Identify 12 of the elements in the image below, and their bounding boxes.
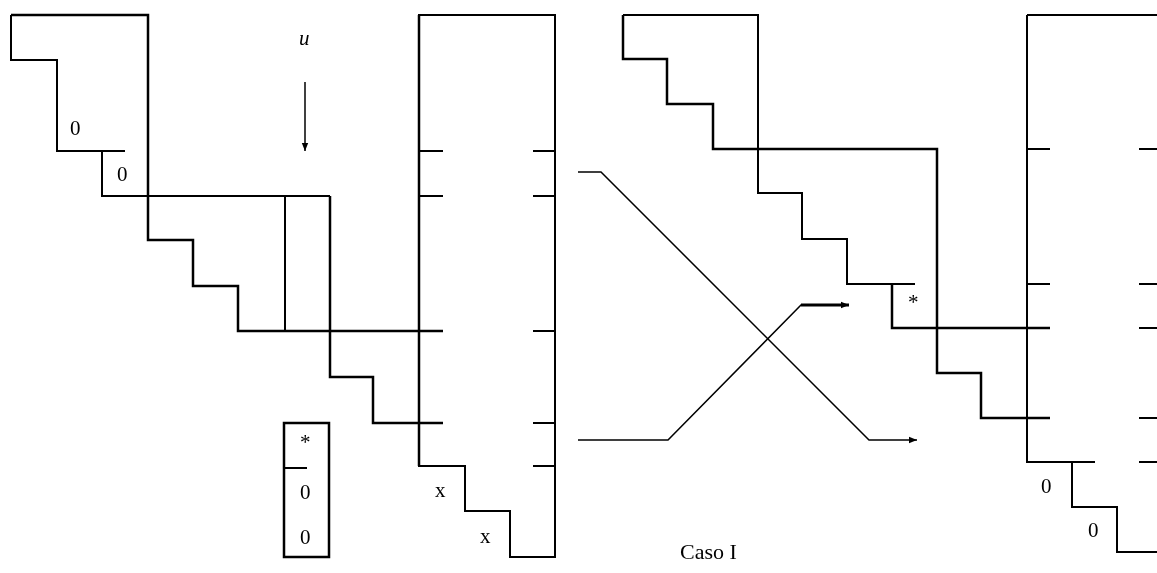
cell-entry: 0	[1041, 476, 1052, 497]
variable-label: u	[299, 28, 310, 49]
cell-entry: 0	[117, 164, 128, 185]
cell-entry: *	[300, 432, 311, 453]
cell-entry: 0	[1088, 520, 1099, 541]
cell-entry: x	[480, 526, 491, 547]
cell-entry: 0	[300, 482, 311, 503]
caption: Caso I	[680, 541, 737, 563]
cell-entry: x	[435, 480, 446, 501]
cell-entry: *	[908, 292, 919, 313]
cell-entry: 0	[70, 118, 81, 139]
cell-entry: 0	[300, 527, 311, 548]
